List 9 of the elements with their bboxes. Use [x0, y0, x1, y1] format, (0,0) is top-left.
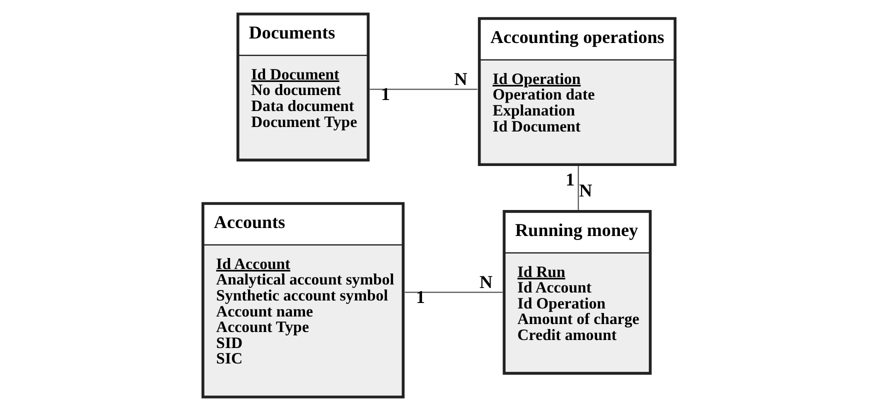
label: 1 — [381, 84, 390, 104]
connector — [370, 88, 478, 90]
connector — [578, 166, 579, 210]
label: 1 — [566, 170, 575, 190]
label: N — [454, 68, 468, 89]
label: 1 — [416, 287, 426, 308]
label: N — [579, 180, 592, 201]
label: N — [480, 272, 493, 292]
connector — [404, 292, 503, 293]
